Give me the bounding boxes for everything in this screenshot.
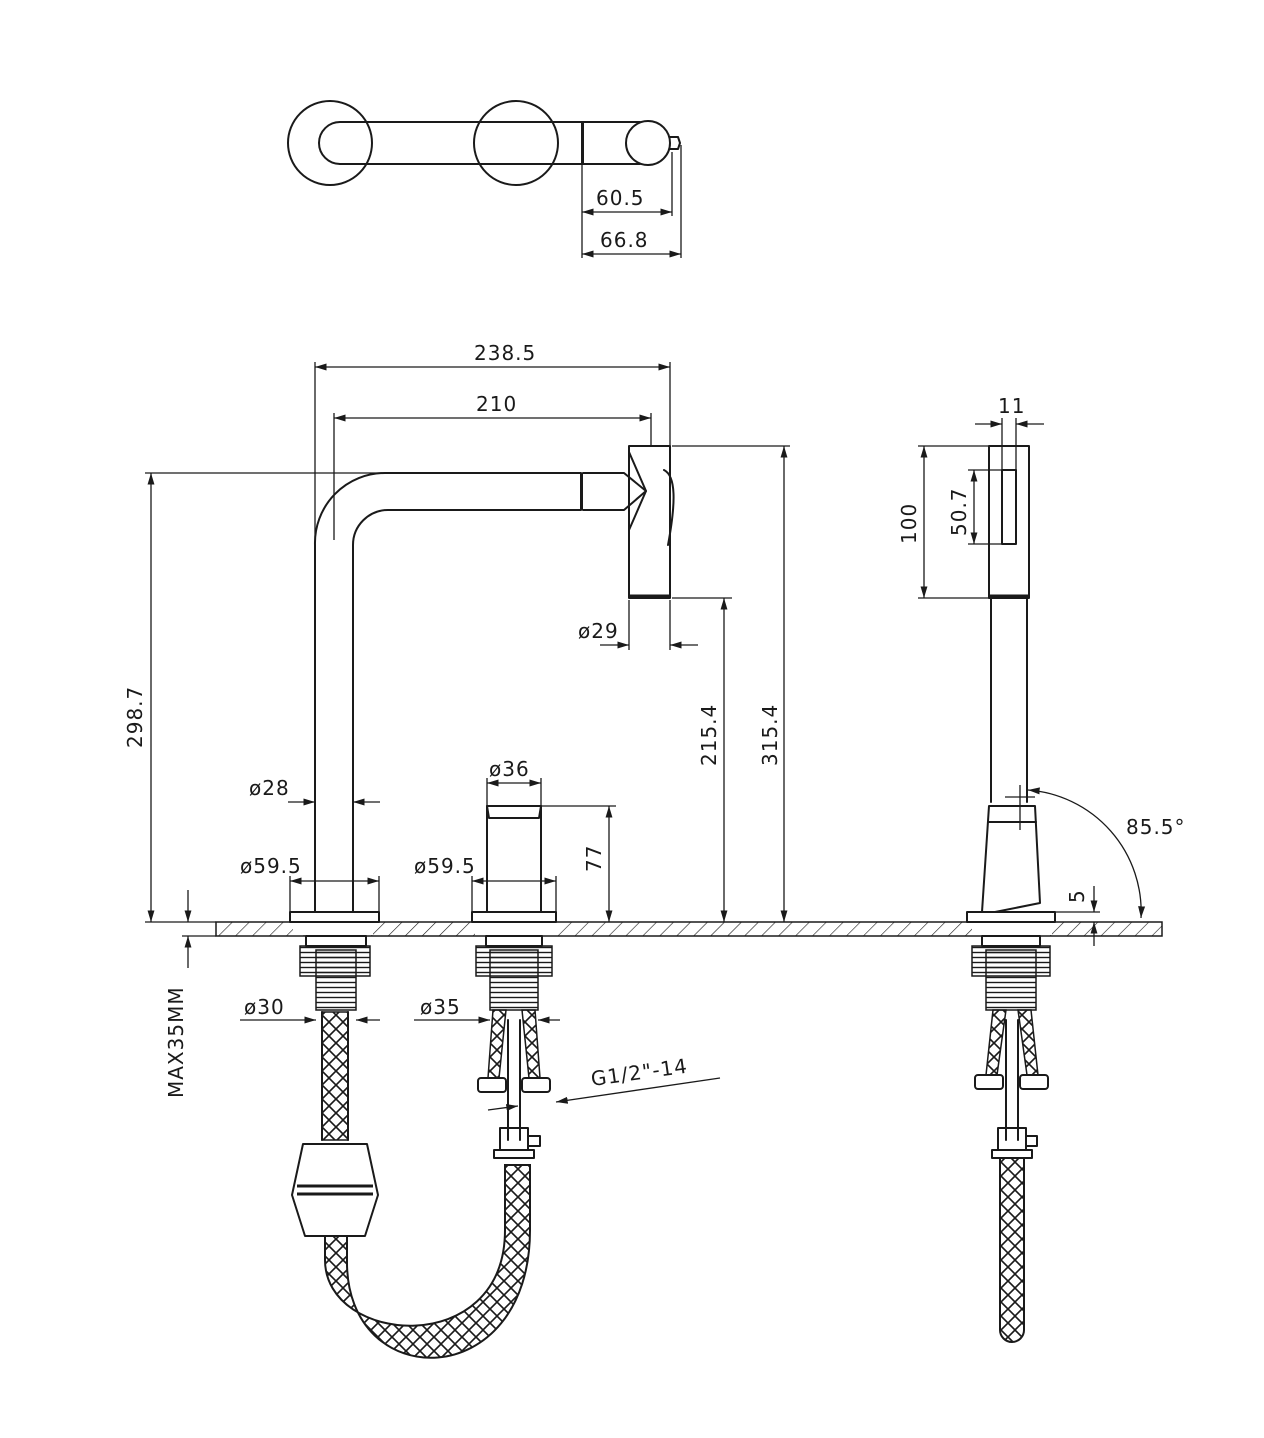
top-view: 60.5 66.8	[287, 100, 682, 258]
side-view-hose	[999, 1157, 1025, 1343]
dim-215-4: 215.4	[697, 704, 721, 766]
dim-angle: 85.5°	[1126, 815, 1186, 839]
handle-shank	[489, 949, 539, 1011]
pullout-hose	[321, 1011, 349, 1141]
side-view-body	[990, 597, 1028, 803]
handle-body	[486, 805, 542, 913]
faucet-lever	[663, 469, 675, 546]
dim-handle-base-diameter: ø59.5	[414, 854, 476, 878]
dim-handle-shank-diameter: ø35	[420, 995, 461, 1019]
dim-298-7: 298.7	[123, 686, 147, 748]
dim-body-diameter: ø28	[249, 776, 290, 800]
faucet-base	[289, 911, 380, 923]
dimension-labels: 238.5 210 298.7 215.4 315.4 ø29 ø28 ø59.…	[123, 341, 1186, 1098]
side-view-base	[966, 911, 1056, 923]
handle-base	[471, 911, 557, 923]
faucet-shank	[315, 949, 357, 1011]
hose-weight	[291, 1143, 379, 1237]
dim-head-diameter: ø29	[578, 619, 619, 643]
dim-60-5: 60.5	[596, 186, 645, 210]
handle-valve	[471, 805, 557, 1159]
side-view-button	[1001, 469, 1017, 545]
dim-238-5: 238.5	[474, 341, 536, 365]
countertop	[215, 921, 1163, 937]
dim-66-8: 66.8	[600, 228, 649, 252]
dimension-lines	[145, 362, 790, 1112]
top-view-base-left	[287, 100, 373, 186]
side-view	[966, 445, 1056, 1343]
dim-button-length: 50.7	[947, 487, 971, 536]
top-view-base-right	[473, 100, 559, 186]
side-view-shank	[985, 949, 1037, 1011]
dim-faucet-base-diameter: ø59.5	[240, 854, 302, 878]
dim-gap: 5	[1065, 889, 1089, 903]
top-view-head	[625, 120, 671, 166]
dim-315-4: 315.4	[758, 704, 782, 766]
dim-max-deck: MAX35MM	[164, 986, 188, 1098]
hose-loop	[324, 1164, 531, 1359]
side-view-head	[988, 445, 1030, 599]
dim-210: 210	[476, 392, 517, 416]
side-dimension-lines	[918, 418, 1146, 946]
faucet-head	[628, 445, 671, 599]
faucet-body	[289, 445, 675, 1359]
side-view-handle	[981, 805, 1041, 913]
dim-thread: G1/2"-14	[589, 1054, 689, 1091]
dim-side-width: 11	[998, 394, 1025, 418]
dim-handle-diameter: ø36	[489, 757, 530, 781]
top-view-spout	[339, 121, 641, 165]
dim-handle-height: 77	[582, 845, 606, 872]
dim-shank-diameter: ø30	[244, 995, 285, 1019]
dim-head-length: 100	[897, 503, 921, 544]
